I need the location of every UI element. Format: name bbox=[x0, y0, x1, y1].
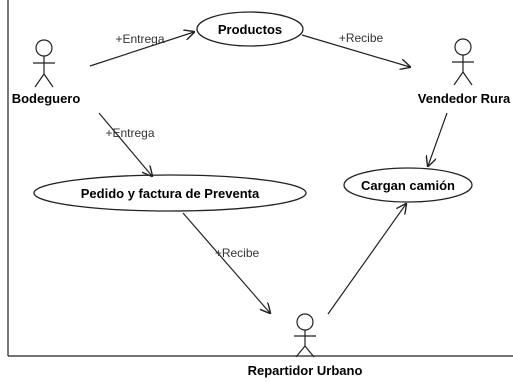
edge-vendedor-cargan bbox=[428, 112, 448, 166]
edge-repartidor-cargan bbox=[327, 204, 406, 315]
edge-productos-vendedor bbox=[301, 34, 410, 67]
stick-figure-icon bbox=[294, 313, 316, 358]
stick-figure-icon bbox=[33, 39, 55, 88]
use-case-label-cargan: Cargan camión bbox=[361, 178, 455, 193]
use-case-label-productos: Productos bbox=[218, 22, 282, 37]
actor-label-bodeguero: Bodeguero bbox=[12, 91, 81, 106]
use-case-cargan[interactable]: Cargan camión bbox=[343, 167, 473, 203]
use-case-pedido[interactable]: Pedido y factura de Preventa bbox=[33, 174, 307, 212]
stick-figure-icon bbox=[452, 38, 474, 86]
edge-bodeguero-pedido bbox=[98, 112, 152, 176]
actor-label-repartidor: Repartidor Urbano bbox=[248, 363, 363, 378]
actor-bodeguero[interactable]: Bodeguero bbox=[12, 39, 81, 106]
use-case-productos[interactable]: Productos bbox=[196, 11, 304, 47]
edge-pedido-repartidor bbox=[182, 212, 270, 313]
edge-label-productos-vendedor: +Recibe bbox=[339, 31, 384, 45]
edge-label-bodeguero-pedido: +Entrega bbox=[105, 126, 154, 140]
actor-label-vendedor: Vendedor Rura bbox=[418, 91, 511, 106]
edge-label-bodeguero-productos: +Entrega bbox=[115, 32, 164, 46]
actor-vendedor[interactable]: Vendedor Rura bbox=[418, 38, 511, 106]
edge-bodeguero-productos bbox=[89, 32, 194, 67]
actor-repartidor[interactable]: Repartidor Urbano bbox=[248, 313, 363, 378]
use-case-label-pedido: Pedido y factura de Preventa bbox=[81, 186, 260, 201]
edge-label-pedido-repartidor: +Recibe bbox=[215, 246, 260, 260]
